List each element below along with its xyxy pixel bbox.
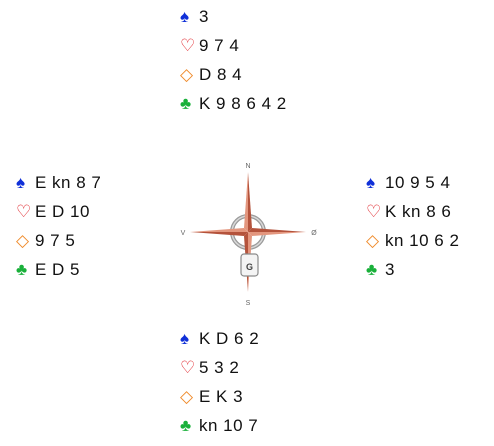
- south-diamonds-row: ◇ E K 3: [180, 386, 259, 408]
- south-clubs-row: ♣ kn 10 7: [180, 415, 259, 437]
- south-spades-row: ♠ K D 6 2: [180, 328, 259, 350]
- south-spades: K D 6 2: [199, 329, 260, 348]
- club-icon: ♣: [180, 416, 192, 435]
- hand-east: ♠ 10 9 5 4 ♡ K kn 8 6 ◇ kn 10 6 2 ♣ 3: [366, 172, 459, 288]
- north-diamonds-row: ◇ D 8 4: [180, 64, 287, 86]
- club-icon: ♣: [366, 260, 378, 279]
- spade-icon: ♠: [16, 173, 26, 192]
- south-hearts: 5 3 2: [199, 358, 240, 377]
- compass-north-label: N: [245, 163, 250, 170]
- north-clubs: K 9 8 6 4 2: [199, 94, 287, 113]
- east-spades: 10 9 5 4: [385, 173, 451, 192]
- compass-rose-icon: G N S V Ø: [181, 163, 318, 307]
- north-diamonds: D 8 4: [199, 65, 243, 84]
- south-diamonds: E K 3: [199, 387, 244, 406]
- north-hearts: 9 7 4: [199, 36, 240, 55]
- east-hearts: K kn 8 6: [385, 202, 452, 221]
- south-hearts-row: ♡ 5 3 2: [180, 357, 259, 379]
- heart-icon: ♡: [180, 36, 196, 55]
- diamond-icon: ◇: [16, 231, 30, 250]
- west-hearts: E D 10: [35, 202, 90, 221]
- west-diamonds-row: ◇ 9 7 5: [16, 230, 101, 252]
- west-spades-row: ♠ E kn 8 7: [16, 172, 101, 194]
- east-spades-row: ♠ 10 9 5 4: [366, 172, 459, 194]
- west-hearts-row: ♡ E D 10: [16, 201, 101, 223]
- west-diamonds: 9 7 5: [35, 231, 76, 250]
- heart-icon: ♡: [366, 202, 382, 221]
- west-clubs-row: ♣ E D 5: [16, 259, 101, 281]
- east-diamonds: kn 10 6 2: [385, 231, 460, 250]
- heart-icon: ♡: [16, 202, 32, 221]
- hand-south: ♠ K D 6 2 ♡ 5 3 2 ◇ E K 3 ♣ kn 10 7: [180, 328, 259, 444]
- east-hearts-row: ♡ K kn 8 6: [366, 201, 459, 223]
- hand-north: ♠ 3 ♡ 9 7 4 ◇ D 8 4 ♣ K 9 8 6 4 2: [180, 6, 287, 122]
- north-spades-row: ♠ 3: [180, 6, 287, 28]
- south-clubs: kn 10 7: [199, 416, 259, 435]
- spade-icon: ♠: [180, 7, 190, 26]
- club-icon: ♣: [180, 94, 192, 113]
- compass-west-label: V: [181, 230, 186, 237]
- north-hearts-row: ♡ 9 7 4: [180, 35, 287, 57]
- east-diamonds-row: ◇ kn 10 6 2: [366, 230, 459, 252]
- compass-south-label: S: [246, 300, 251, 307]
- diamond-icon: ◇: [180, 387, 194, 406]
- spade-icon: ♠: [366, 173, 376, 192]
- hand-west: ♠ E kn 8 7 ♡ E D 10 ◇ 9 7 5 ♣ E D 5: [16, 172, 101, 288]
- north-spades: 3: [199, 7, 209, 26]
- west-clubs: E D 5: [35, 260, 81, 279]
- diamond-icon: ◇: [366, 231, 380, 250]
- dealer-tag: G: [240, 253, 259, 277]
- heart-icon: ♡: [180, 358, 196, 377]
- east-clubs-row: ♣ 3: [366, 259, 459, 281]
- spade-icon: ♠: [180, 329, 190, 348]
- dealer-tag-label: G: [246, 262, 253, 272]
- north-clubs-row: ♣ K 9 8 6 4 2: [180, 93, 287, 115]
- diamond-icon: ◇: [180, 65, 194, 84]
- east-clubs: 3: [385, 260, 395, 279]
- compass-east-label: Ø: [311, 230, 317, 237]
- club-icon: ♣: [16, 260, 28, 279]
- west-spades: E kn 8 7: [35, 173, 102, 192]
